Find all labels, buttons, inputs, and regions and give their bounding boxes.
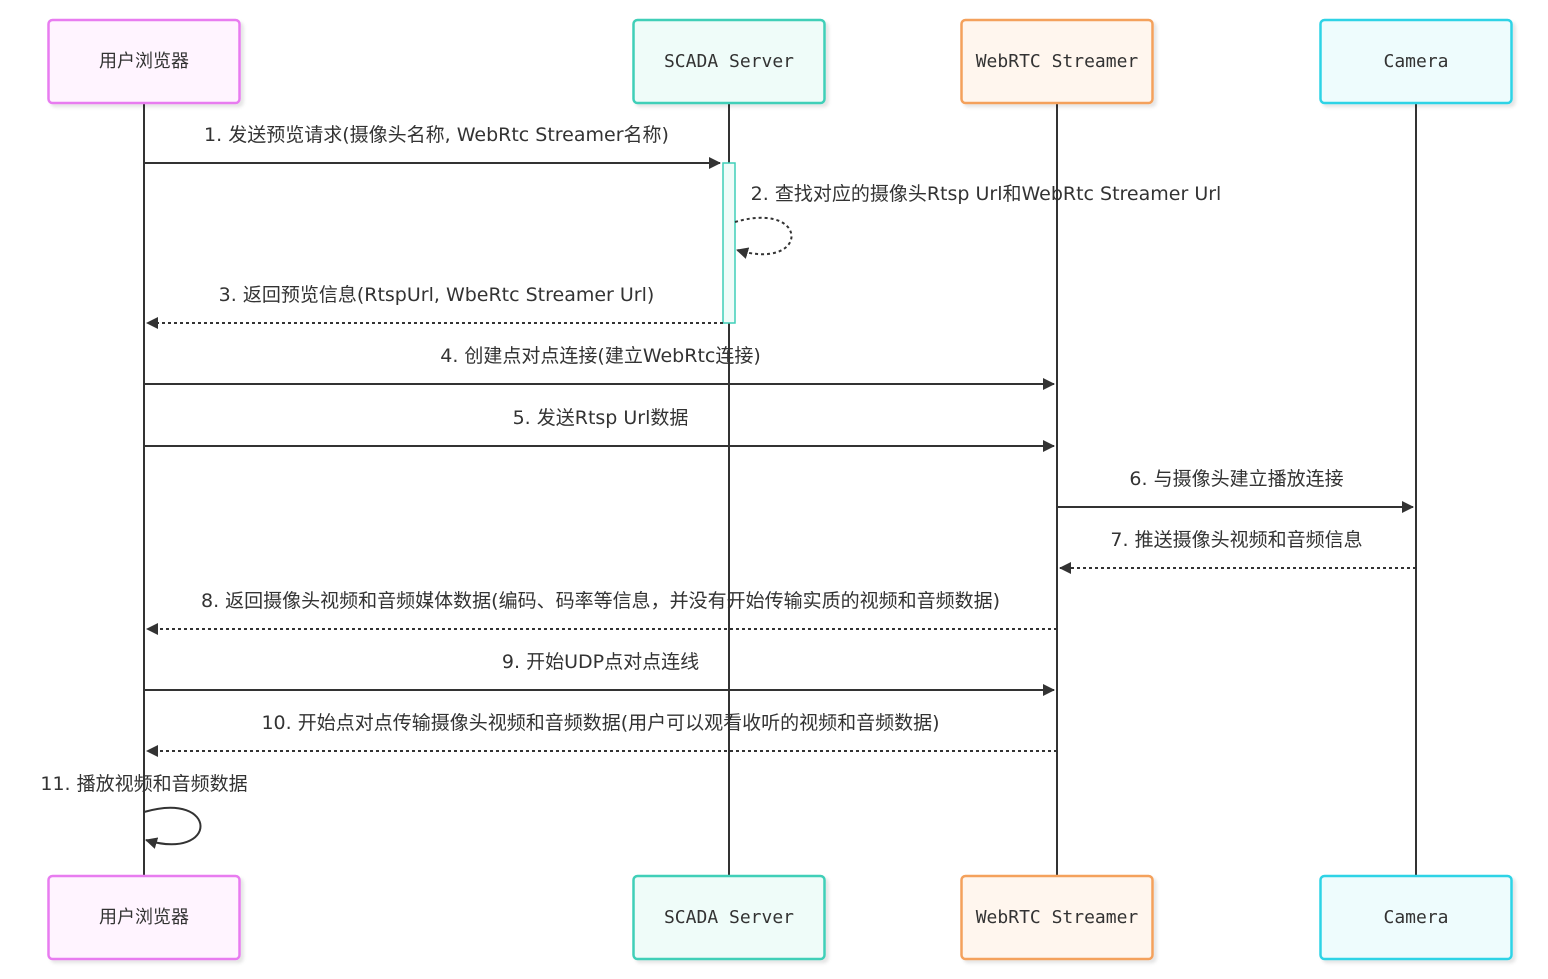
message-label: 10. 开始点对点传输摄像头视频和音频数据(用户可以观看收听的视频和音频数据) <box>261 712 939 734</box>
message-line <box>143 806 202 849</box>
actor-scada-bottom: SCADA Server <box>632 874 826 961</box>
message-line <box>734 216 793 259</box>
actor-box <box>632 874 826 961</box>
message-8: 8. 返回摄像头视频和音频媒体数据(编码、码率等信息，并没有开始传输实质的视频和… <box>146 590 1057 635</box>
message-2: 2. 查找对应的摄像头Rtsp Url和WebRtc Streamer Url <box>734 183 1222 259</box>
actor-box <box>47 874 241 961</box>
activation-layer <box>722 162 736 324</box>
actor-browser-bottom: 用户浏览器 <box>47 874 241 961</box>
actor-label: 用户浏览器 <box>99 51 189 72</box>
actor-scada-top: SCADA Server <box>632 18 826 105</box>
actor-label: WebRTC Streamer <box>976 907 1139 928</box>
actor-browser-top: 用户浏览器 <box>47 18 241 105</box>
message-9: 9. 开始UDP点对点连线 <box>144 651 1055 696</box>
message-3: 3. 返回预览信息(RtspUrl, WbeRtc Streamer Url) <box>146 284 723 329</box>
actor-camera-bottom: Camera <box>1319 874 1513 961</box>
message-10: 10. 开始点对点传输摄像头视频和音频数据(用户可以观看收听的视频和音频数据) <box>146 712 1057 757</box>
message-label: 4. 创建点对点连接(建立WebRtc连接) <box>440 345 761 367</box>
actor-box <box>1319 18 1513 105</box>
message-6: 6. 与摄像头建立播放连接 <box>1057 468 1414 513</box>
actor-box <box>960 874 1154 961</box>
activation-bar-scada <box>722 162 736 324</box>
actor-webrtc-bottom: WebRTC Streamer <box>960 874 1154 961</box>
message-label: 1. 发送预览请求(摄像头名称, WebRtc Streamer名称) <box>204 124 669 146</box>
actor-label: 用户浏览器 <box>99 907 189 928</box>
message-label: 2. 查找对应的摄像头Rtsp Url和WebRtc Streamer Url <box>751 183 1222 205</box>
actor-box <box>47 18 241 105</box>
message-label: 5. 发送Rtsp Url数据 <box>513 407 689 429</box>
message-label: 6. 与摄像头建立播放连接 <box>1129 468 1343 490</box>
message-5: 5. 发送Rtsp Url数据 <box>144 407 1055 452</box>
message-label: 9. 开始UDP点对点连线 <box>502 651 699 673</box>
actor-webrtc-top: WebRTC Streamer <box>960 18 1154 105</box>
actor-camera-top: Camera <box>1319 18 1513 105</box>
message-label: 8. 返回摄像头视频和音频媒体数据(编码、码率等信息，并没有开始传输实质的视频和… <box>201 590 1000 612</box>
message-layer: 1. 发送预览请求(摄像头名称, WebRtc Streamer名称) 2. 查找… <box>40 124 1416 849</box>
actor-label: Camera <box>1383 51 1448 72</box>
actor-box <box>1319 874 1513 961</box>
message-label: 7. 推送摄像头视频和音频信息 <box>1110 529 1362 551</box>
message-1: 1. 发送预览请求(摄像头名称, WebRtc Streamer名称) <box>144 124 721 169</box>
message-label: 11. 播放视频和音频数据 <box>40 773 247 795</box>
actor-label: Camera <box>1383 907 1448 928</box>
actor-box <box>960 18 1154 105</box>
actor-label: SCADA Server <box>664 51 794 72</box>
actor-box <box>632 18 826 105</box>
message-11: 11. 播放视频和音频数据 <box>40 773 248 849</box>
actor-label: SCADA Server <box>664 907 794 928</box>
message-label: 3. 返回预览信息(RtspUrl, WbeRtc Streamer Url) <box>219 284 655 306</box>
message-4: 4. 创建点对点连接(建立WebRtc连接) <box>144 345 1055 390</box>
actor-label: WebRTC Streamer <box>976 51 1139 72</box>
message-7: 7. 推送摄像头视频和音频信息 <box>1059 529 1416 574</box>
